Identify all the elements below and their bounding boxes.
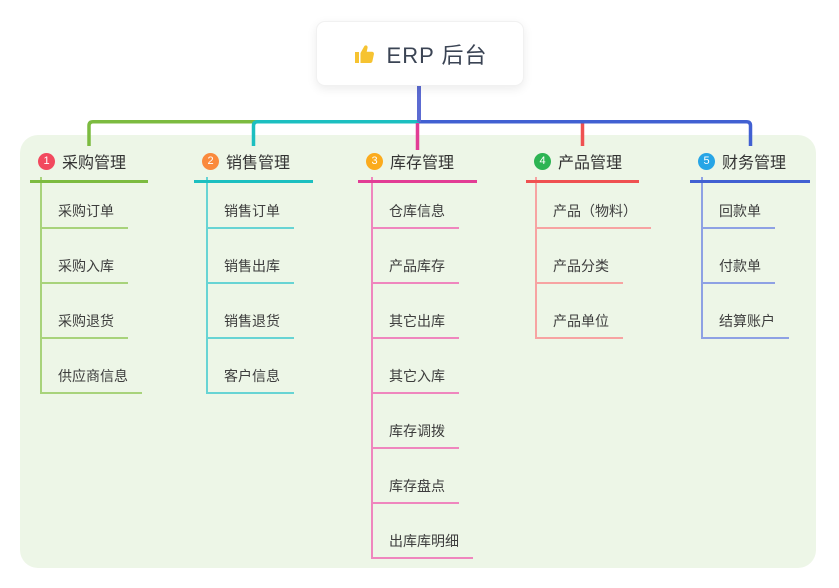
branch-node-caigou[interactable]: 1 采购管理: [30, 149, 148, 183]
child-node[interactable]: 结算账户: [701, 284, 789, 339]
root-node-label: ERP 后台: [386, 42, 488, 68]
branch-node-chanpin[interactable]: 4 产品管理: [526, 149, 639, 183]
child-node[interactable]: 其它出库: [371, 284, 459, 339]
branch1-label: 采购管理: [62, 155, 127, 172]
child-node[interactable]: 产品库存: [371, 229, 459, 284]
child-node[interactable]: 销售退货: [206, 284, 294, 339]
child-node[interactable]: 付款单: [701, 229, 775, 284]
child-node[interactable]: 仓库信息: [371, 174, 459, 229]
child-node[interactable]: 销售订单: [206, 174, 294, 229]
branch2-label: 销售管理: [226, 155, 291, 172]
child-node[interactable]: 采购退货: [40, 284, 128, 339]
root-node[interactable]: ERP 后台: [316, 21, 524, 86]
child-node[interactable]: 客户信息: [206, 339, 294, 394]
branch4-label: 产品管理: [558, 155, 623, 172]
mindmap-background-panel: [20, 135, 816, 568]
thumbs-up-icon: [353, 42, 377, 66]
branch5-children: 回款单 付款单 结算账户: [701, 174, 789, 339]
branch-node-kucun[interactable]: 3 库存管理: [358, 149, 477, 183]
child-node[interactable]: 回款单: [701, 174, 775, 229]
branch1-children: 采购订单 采购入库 采购退货 供应商信息: [40, 174, 142, 394]
child-node[interactable]: 其它入库: [371, 339, 459, 394]
child-node[interactable]: 出库库明细: [371, 504, 473, 559]
branch3-label: 库存管理: [390, 155, 455, 172]
branch2-children: 销售订单 销售出库 销售退货 客户信息: [206, 174, 294, 394]
child-node[interactable]: 库存调拨: [371, 394, 459, 449]
branch4-number-badge: 4: [534, 152, 551, 170]
branch3-children: 仓库信息 产品库存 其它出库 其它入库 库存调拨 库存盘点 出库库明细: [371, 174, 473, 559]
child-node[interactable]: 供应商信息: [40, 339, 142, 394]
child-node[interactable]: 采购入库: [40, 229, 128, 284]
branch-node-xiaoshou[interactable]: 2 销售管理: [194, 149, 313, 183]
branch5-label: 财务管理: [722, 155, 787, 172]
child-node[interactable]: 销售出库: [206, 229, 294, 284]
child-node[interactable]: 产品（物料）: [535, 174, 651, 229]
branch1-number-badge: 1: [38, 152, 55, 170]
child-node[interactable]: 库存盘点: [371, 449, 459, 504]
branch4-children: 产品（物料） 产品分类 产品单位: [535, 174, 651, 339]
child-node[interactable]: 产品分类: [535, 229, 623, 284]
branch3-number-badge: 3: [366, 152, 383, 170]
branch2-number-badge: 2: [202, 152, 219, 170]
child-node[interactable]: 产品单位: [535, 284, 623, 339]
branch5-number-badge: 5: [698, 152, 715, 170]
child-node[interactable]: 采购订单: [40, 174, 128, 229]
branch-node-caiwu[interactable]: 5 财务管理: [690, 149, 810, 183]
